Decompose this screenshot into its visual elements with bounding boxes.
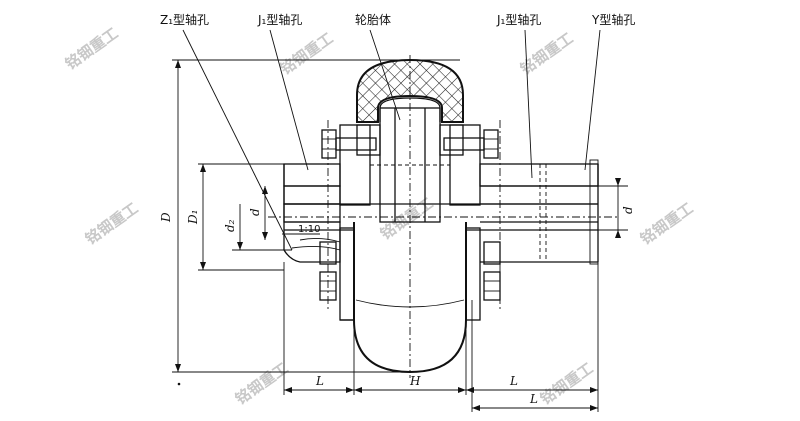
dim-taper: 1:10 (298, 224, 320, 235)
watermark-text: 铭钿重工 (537, 359, 596, 408)
dim-L-left: L (315, 374, 324, 388)
label-j1-bore-right: J₁型轴孔 (496, 12, 541, 27)
part-labels: Z₁型轴孔 J₁型轴孔 轮胎体 J₁型轴孔 Y型轴孔 (160, 12, 635, 27)
shaft-strip (284, 203, 598, 231)
bolts-bottom (319, 241, 501, 301)
dim-H: H (409, 374, 421, 388)
watermark-text: 铭钿重工 (82, 199, 141, 248)
dim-d-right: d (621, 206, 635, 214)
dimension-lines (172, 59, 628, 412)
watermark-text: 铭钿重工 (62, 24, 121, 73)
watermark-text: 铭钿重工 (637, 199, 696, 248)
watermark-text: 铭钿重工 (277, 29, 336, 78)
dim-D: D (159, 212, 173, 223)
watermark-text: 铭钿重工 (232, 359, 291, 408)
watermark-text: 铭钿重工 (377, 194, 436, 243)
label-z1-bore: Z₁型轴孔 (160, 12, 209, 27)
bolts-top (321, 129, 499, 159)
dim-d2: d₂ (223, 219, 237, 232)
dim-L-right-inner: L (509, 374, 518, 388)
dim-D1: D₁ (186, 210, 200, 225)
dim-d-left: d (248, 208, 262, 216)
tire-body-section (356, 58, 464, 123)
label-tire-body: 轮胎体 (355, 13, 391, 27)
leader-lines (182, 29, 601, 251)
right-hub (479, 159, 599, 265)
dimension-labels: D D₁ d₂ d d 1:10 L H L L (159, 206, 635, 406)
dim-L-right-outer: L (529, 392, 538, 406)
label-y-bore: Y型轴孔 (591, 12, 635, 27)
left-hub (283, 163, 341, 263)
clamp-rings (356, 107, 464, 223)
label-j1-bore-left: J₁型轴孔 (257, 12, 302, 27)
stray-dot (177, 382, 181, 386)
